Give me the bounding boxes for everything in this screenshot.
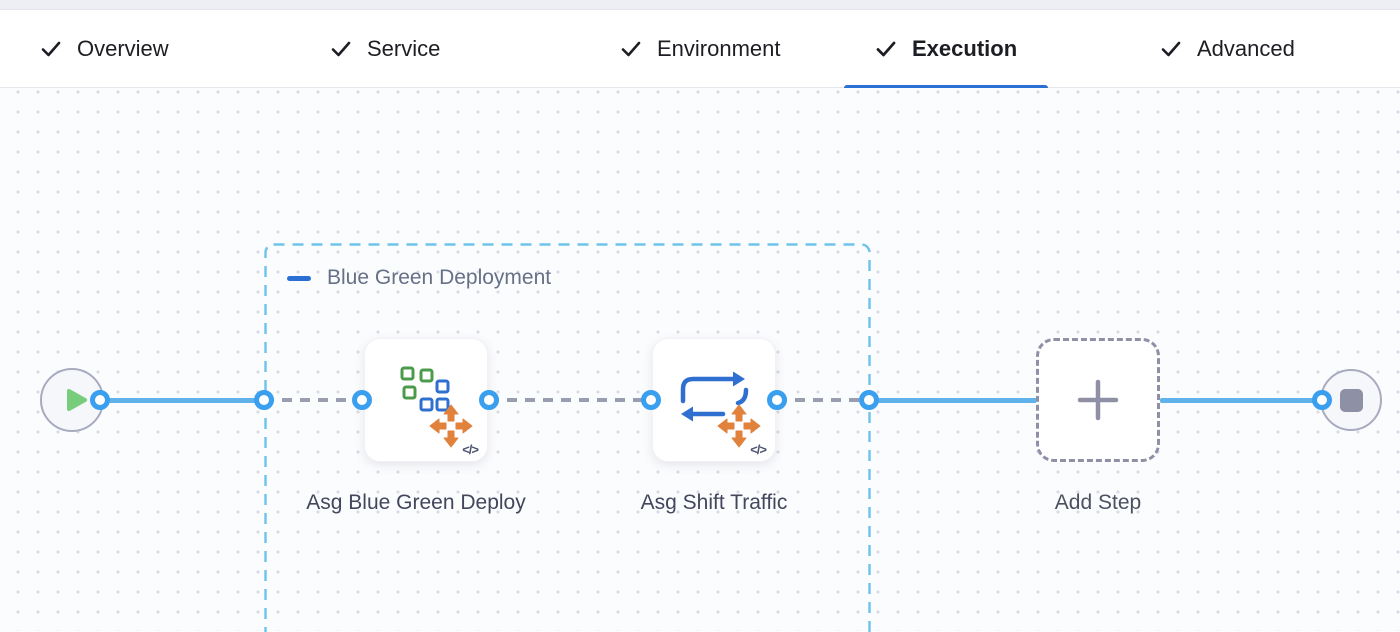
- stage-group-box: [264, 243, 871, 632]
- plus-icon: [1077, 379, 1119, 421]
- collapse-minus-icon[interactable]: [287, 275, 311, 281]
- move-arrows-icon: [429, 404, 473, 448]
- edge-step2-to-group-exit: [777, 398, 869, 402]
- edge-step1-to-step2: [489, 398, 651, 402]
- check-icon: [875, 38, 897, 60]
- tab-execution[interactable]: Execution: [844, 10, 1049, 91]
- check-icon: [620, 38, 642, 60]
- window-top-strip: [0, 0, 1400, 10]
- tab-label: Overview: [77, 35, 169, 61]
- asg-shift-traffic-icon: [680, 371, 761, 448]
- stage-group-header: Blue Green Deployment: [287, 266, 551, 290]
- step-node-asg-blue-green-deploy[interactable]: </>: [364, 338, 488, 462]
- tab-label: Execution: [912, 35, 1018, 61]
- port-end-in[interactable]: [1312, 390, 1332, 410]
- add-step-label[interactable]: Add Step: [1054, 491, 1142, 514]
- check-icon: [40, 38, 62, 60]
- tab-advanced[interactable]: Advanced: [1160, 10, 1295, 87]
- tab-label: Advanced: [1197, 35, 1295, 61]
- edge-group-to-addstep: [869, 398, 1037, 403]
- edge-addstep-to-end: [1160, 398, 1322, 403]
- edge-group-to-step1: [264, 398, 362, 402]
- check-icon: [330, 38, 352, 60]
- port-step2-out[interactable]: [767, 390, 787, 410]
- template-code-icon: </>: [750, 442, 767, 457]
- stage-group-label: Blue Green Deployment: [327, 266, 552, 289]
- tab-service[interactable]: Service: [330, 10, 440, 87]
- edge-start-to-group: [100, 398, 264, 403]
- port-step1-out[interactable]: [479, 390, 499, 410]
- tab-label: Environment: [657, 35, 781, 61]
- add-step-button[interactable]: [1036, 338, 1160, 462]
- port-start-out[interactable]: [90, 390, 110, 410]
- check-icon: [1160, 38, 1182, 60]
- move-arrows-icon: [717, 404, 761, 448]
- pipeline-canvas[interactable]: Blue Green Deployment: [0, 88, 1400, 632]
- play-icon: [66, 389, 87, 411]
- tab-overview[interactable]: Overview: [40, 10, 169, 87]
- asg-blue-green-deploy-icon: [400, 366, 473, 448]
- port-step1-in[interactable]: [352, 390, 372, 410]
- step-label-asg-blue-green-deploy: Asg Blue Green Deploy: [306, 491, 526, 514]
- port-group-in[interactable]: [254, 390, 274, 410]
- wizard-tab-bar: Overview Service Environment Execution A…: [0, 10, 1400, 91]
- stop-icon: [1339, 388, 1363, 412]
- template-code-icon: </>: [462, 442, 479, 457]
- tab-label: Service: [367, 35, 441, 61]
- port-step2-in[interactable]: [641, 390, 661, 410]
- port-group-out[interactable]: [859, 390, 879, 410]
- step-label-asg-shift-traffic: Asg Shift Traffic: [640, 491, 788, 514]
- tab-environment[interactable]: Environment: [620, 10, 781, 87]
- pipeline-start-node[interactable]: [40, 368, 104, 432]
- step-node-asg-shift-traffic[interactable]: </>: [652, 338, 776, 462]
